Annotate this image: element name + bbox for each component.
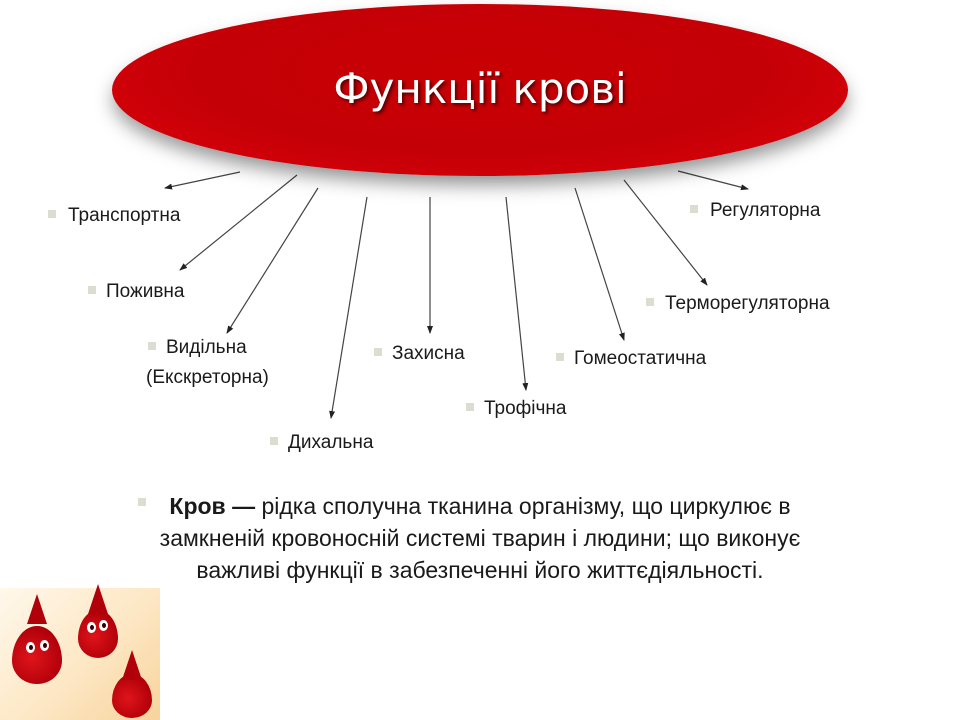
- blood-drop-icon: [112, 674, 152, 718]
- function-item-reguliatorna: Регуляторна: [690, 199, 820, 223]
- bullet-icon: [374, 348, 382, 356]
- function-label: Транспортна: [68, 205, 181, 226]
- function-item-transportna: Транспортна: [48, 204, 180, 228]
- function-item-trofichna: Трофічна: [466, 397, 567, 421]
- function-item-termoreguliatorna: Терморегуляторна: [646, 292, 830, 316]
- definition-paragraph: Кров — рідка сполучна тканина організму,…: [130, 490, 830, 586]
- definition-term: Кров —: [169, 493, 256, 519]
- bullet-icon: [646, 298, 654, 306]
- bullet-icon: [270, 437, 278, 445]
- title-ellipse: Функції крові: [112, 4, 848, 176]
- blood-drop-icon: [12, 626, 62, 684]
- function-label: Захисна: [392, 343, 465, 364]
- blood-drop-icon: [78, 610, 118, 658]
- bullet-icon: [48, 210, 56, 218]
- function-item-vydilna: Видільна (Екскреторна): [146, 336, 269, 390]
- title-banner: Функції крові: [112, 4, 850, 184]
- function-label: Дихальна: [288, 432, 374, 453]
- arrow-termoreguliatorna: [623, 179, 708, 286]
- function-label: Видільна: [166, 337, 247, 358]
- arrow-vydilna: [226, 187, 319, 334]
- bullet-icon: [690, 205, 698, 213]
- arrow-transportna: [164, 171, 241, 190]
- bullet-icon: [138, 498, 146, 506]
- function-item-pozhyvna: Поживна: [88, 280, 185, 304]
- definition-text: рідка сполучна тканина організму, що цир…: [159, 493, 801, 583]
- arrow-trofichna: [505, 196, 529, 391]
- function-label: Терморегуляторна: [665, 293, 830, 314]
- page-title: Функції крові: [333, 64, 627, 113]
- bullet-icon: [556, 353, 564, 361]
- function-sublabel: (Екскреторна): [146, 367, 269, 388]
- arrow-reguliatorna: [677, 170, 749, 191]
- function-label: Регуляторна: [710, 200, 821, 221]
- bullet-icon: [88, 286, 96, 294]
- function-item-homeostatychna: Гомеостатична: [556, 347, 706, 371]
- function-item-zakhysna: Захисна: [374, 342, 465, 366]
- bullet-icon: [466, 403, 474, 411]
- function-item-dykhalna: Дихальна: [270, 431, 373, 455]
- blood-drops-illustration: [0, 588, 160, 720]
- bullet-icon: [148, 342, 156, 350]
- function-label: Гомеостатична: [574, 348, 707, 369]
- function-label: Трофічна: [484, 398, 567, 419]
- arrow-homeostatychna: [574, 187, 625, 341]
- arrow-dykhalna: [329, 196, 368, 419]
- arrow-pozhyvna: [179, 174, 298, 271]
- function-label: Поживна: [106, 281, 185, 302]
